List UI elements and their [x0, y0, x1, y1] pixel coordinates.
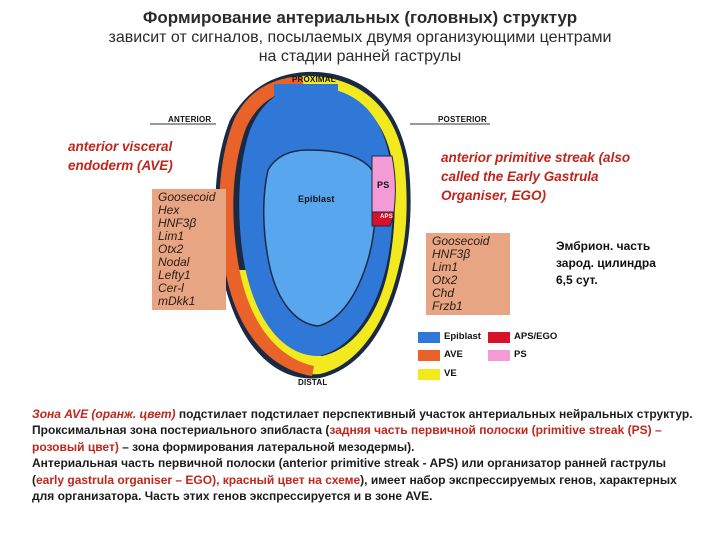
paragraph-line-1: Зона AVE (оранж. цвет) подстилает подсти…: [32, 406, 700, 422]
subtitle-line-1: зависит от сигналов, посылаемых двумя ор…: [108, 29, 612, 46]
proximal-band: [274, 84, 338, 96]
ave-gene: HNF3β: [158, 216, 197, 230]
ave-gene: Hex: [158, 203, 180, 217]
proximal-zone-text: Проксимальная зона постериального эпибла…: [32, 423, 330, 438]
ego-gene: Frzb1: [432, 299, 463, 313]
label-epiblast: Epiblast: [298, 194, 335, 204]
ave-annotation-line-2: endoderm (AVE): [68, 158, 173, 173]
label-distal: DISTAL: [298, 378, 328, 387]
legend-swatch-ps: [488, 350, 510, 361]
legend-label-epiblast: Epiblast: [444, 331, 481, 342]
embryo-note-line-2: зарод. цилиндра: [556, 256, 656, 270]
ps-annotation: anterior primitive streak (also called t…: [441, 148, 701, 205]
aps-region: [371, 211, 395, 227]
legend-label-ve: VE: [444, 368, 457, 379]
paragraph-line-3: Антериальная часть первичной полоски (an…: [32, 455, 700, 504]
embryo-note-line-3: 6,5 сут.: [556, 273, 598, 287]
subtitle-line-2: на стадии ранней гаструлы: [258, 48, 462, 65]
ego-gene: Goosecoid: [432, 234, 490, 248]
label-proximal: PROXIMAL: [292, 75, 336, 84]
ave-gene: Nodal: [158, 255, 190, 269]
page-title: Формирование антериальных (головных) стр…: [142, 8, 578, 27]
ego-gene: Otx2: [432, 273, 458, 287]
ps-annotation-line-2: called the Early Gastrula: [441, 169, 599, 184]
ave-zone-highlight: Зона AVE (оранж. цвет): [32, 407, 176, 421]
legend-swatch-aps-ego: [488, 332, 510, 343]
ave-zone-text: подстилает подстилает перспективный учас…: [175, 407, 693, 421]
legend: Epiblast APS/EGO AVE PS VE: [418, 330, 588, 386]
embryo-diagram: [150, 71, 490, 379]
page-subtitle: зависит от сигналов, посылаемых двумя ор…: [60, 28, 660, 66]
legend-label-ave: AVE: [444, 349, 463, 360]
explanation-paragraph: Зона AVE (оранж. цвет) подстилает подсти…: [32, 406, 700, 504]
label-aps: APS: [380, 214, 393, 220]
ego-gene: Chd: [432, 286, 455, 300]
ave-gene: Goosecoid: [158, 190, 216, 204]
label-ps: PS: [377, 180, 390, 190]
aps-tail: ), имеет набор экспрессируемых генов, ха…: [32, 472, 677, 504]
legend-label-aps-ego: APS/EGO: [514, 331, 558, 342]
ave-gene: Cer-l: [158, 281, 184, 295]
ave-gene: Lefty1: [158, 268, 191, 282]
legend-swatch-epiblast: [418, 332, 440, 343]
label-posterior: POSTERIOR: [438, 115, 487, 124]
ps-highlight: задняя часть первичной полоски (primitiv…: [32, 423, 662, 454]
ego-highlight: early gastrula organiser – EGO), красный…: [36, 472, 361, 487]
embryo-note: Эмбрион. часть зарод. цилиндра 6,5 сут.: [556, 238, 656, 289]
ps-annotation-line-3: Organiser, EGO): [441, 188, 547, 203]
paragraph-line-2: Проксимальная зона постериального эпибла…: [32, 422, 700, 455]
ave-annotation: anterior visceral endoderm (AVE): [68, 137, 173, 175]
proximal-zone-tail: – зона формирования латеральной мезодерм…: [118, 439, 415, 454]
ps-annotation-line-1: anterior primitive streak (also: [441, 150, 631, 165]
ave-gene: Lim1: [158, 229, 185, 243]
ave-layer: [219, 76, 314, 376]
embryo-note-line-1: Эмбрион. часть: [556, 239, 651, 253]
ave-gene: mDkk1: [158, 294, 196, 308]
legend-swatch-ve: [418, 369, 440, 380]
aps-text: Антериальная часть первичной полоски (an…: [32, 456, 667, 487]
label-anterior: ANTERIOR: [168, 115, 212, 124]
legend-label-ps: PS: [514, 349, 527, 360]
legend-swatch-ave: [418, 350, 440, 361]
ave-gene: Otx2: [158, 242, 184, 256]
ego-gene: Lim1: [432, 260, 459, 274]
ego-gene: HNF3β: [432, 247, 471, 261]
ave-annotation-line-1: anterior visceral: [68, 139, 173, 154]
